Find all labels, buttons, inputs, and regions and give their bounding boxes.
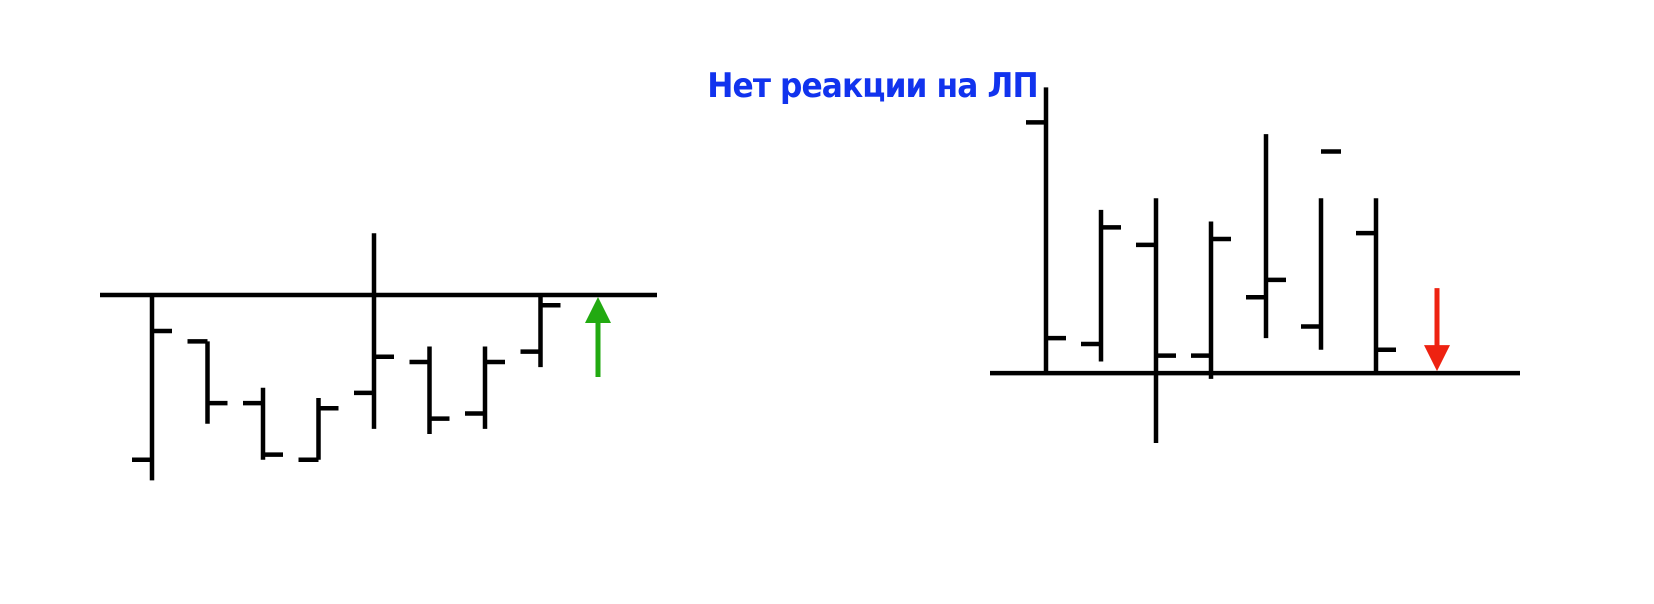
arrow-head [585,297,611,323]
ohlc-bar [132,295,172,481]
ohlc-bar [409,346,450,435]
ohlc-bar [298,398,339,463]
ohlc-bar [354,233,394,429]
ohlc-bar [465,346,505,429]
ohlc-bar [1081,209,1121,362]
ohlc-bar [1246,134,1286,339]
diagram-title: Нет реакции на ЛП [707,66,1038,106]
ohlc-bar [1136,198,1176,444]
down-arrow-icon [1424,288,1450,372]
ohlc-bar [520,295,561,368]
arrow-head [1424,345,1450,372]
ohlc-bar [1356,198,1396,374]
ohlc-bar [243,387,283,460]
up-arrow-icon [585,297,611,377]
ohlc-bar [1301,149,1341,350]
ohlc-bar [1026,87,1066,374]
right-panel-breakout-down [990,87,1520,444]
ohlc-bar [1191,221,1231,379]
ohlc-bar [187,339,228,424]
left-panel-breakout-up [100,233,657,481]
